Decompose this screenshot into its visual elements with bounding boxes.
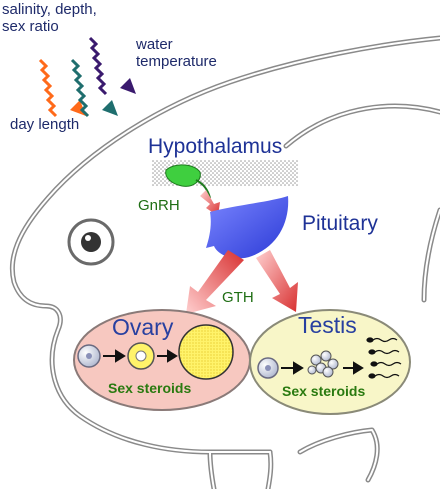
oocyte-large <box>178 324 234 380</box>
testis-label: Testis <box>298 312 357 338</box>
gnrh-arrow <box>200 190 220 216</box>
ovary-label: Ovary <box>112 314 174 340</box>
pituitary-label: Pituitary <box>302 212 378 235</box>
gth-arrow-testis <box>256 250 298 312</box>
hypothalamus-label: Hypothalamus <box>148 135 283 158</box>
gnrh-label: GnRH <box>138 197 180 214</box>
spermatogonium <box>257 357 279 379</box>
day-length-label: day length <box>10 116 80 133</box>
ovary-sex-steroids-label: Sex steroids <box>108 380 192 396</box>
pituitary-gland <box>206 196 289 259</box>
fish-eye <box>67 218 115 266</box>
arrow-testis-2 <box>343 361 364 375</box>
testis-sex-steroids-label: Sex steroids <box>282 383 366 399</box>
gth-label: GTH <box>222 289 254 306</box>
gth-arrow-ovary <box>186 250 244 314</box>
arrow-testis-1 <box>281 361 304 375</box>
oocyte-medium <box>127 342 155 370</box>
sperm-cells <box>366 337 402 379</box>
arrow-salinity <box>70 58 118 118</box>
spermatocyte-cluster <box>307 350 339 378</box>
fish-head-inner-line <box>11 37 440 490</box>
arrow-ovary-1 <box>103 349 126 363</box>
environment-factors-label: salinity, depth, sex ratio <box>2 1 97 36</box>
arrow-ovary-2 <box>157 349 178 363</box>
water-temperature-label: water temperature <box>136 36 217 71</box>
oocyte-small <box>77 344 101 368</box>
arrow-water-temperature <box>88 36 136 96</box>
